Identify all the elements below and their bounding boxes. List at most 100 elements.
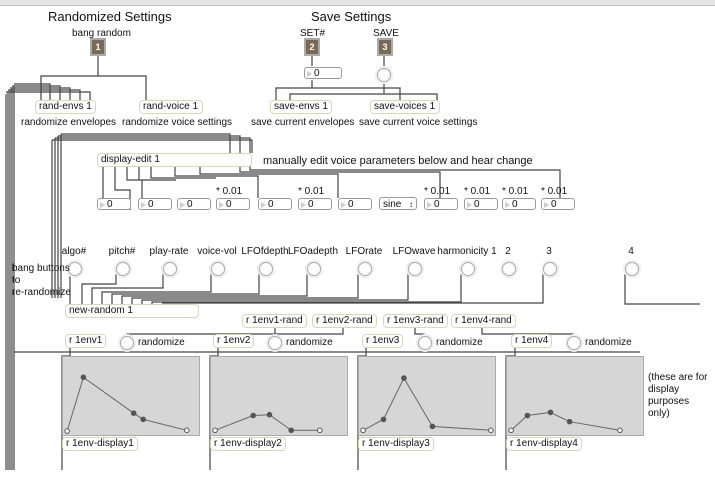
param-label: LFOwave bbox=[392, 246, 436, 257]
env-rand-receive[interactable]: r 1env2-rand bbox=[312, 314, 377, 328]
param-number-box[interactable]: 0 bbox=[338, 198, 372, 210]
new-random-object[interactable]: new-random 1 bbox=[65, 304, 199, 318]
param-label: 2 bbox=[505, 246, 511, 257]
env-receive[interactable]: r 1env1 bbox=[65, 334, 107, 348]
param-number-box[interactable]: 0 bbox=[298, 198, 332, 210]
env-rand-receive[interactable]: r 1env4-rand bbox=[451, 314, 516, 328]
env-display-receive[interactable]: r 1env-display2 bbox=[210, 437, 286, 451]
param-number-box[interactable]: 0 bbox=[258, 198, 292, 210]
randomize-bang[interactable] bbox=[567, 336, 581, 350]
envelope-point[interactable] bbox=[266, 411, 273, 418]
scale-label: * 0.01 bbox=[502, 186, 529, 197]
save-voices-object[interactable]: save-voices 1 bbox=[370, 100, 440, 114]
envelope-point[interactable] bbox=[250, 412, 257, 419]
bang-note-line: to bbox=[12, 275, 21, 286]
param-label: 4 bbox=[628, 246, 634, 257]
envelope-point[interactable] bbox=[140, 416, 146, 423]
set-label: SET# bbox=[300, 28, 326, 39]
env-rand-receive[interactable]: r 1env1-rand bbox=[242, 314, 307, 328]
param-bang[interactable] bbox=[408, 262, 422, 276]
envelope-point[interactable] bbox=[566, 418, 573, 425]
envelope-point[interactable] bbox=[508, 427, 514, 434]
inlet-1-badge[interactable]: 1 bbox=[92, 40, 104, 54]
display-edit-object[interactable]: display-edit 1 bbox=[97, 153, 252, 167]
lfo-wave-menu[interactable]: sine↕ bbox=[379, 197, 417, 210]
save-label: SAVE bbox=[373, 28, 399, 39]
param-label: LFOadepth bbox=[287, 246, 339, 257]
param-label: play-rate bbox=[149, 246, 189, 257]
inlet-3-badge[interactable]: 3 bbox=[379, 40, 391, 54]
param-bang[interactable] bbox=[502, 262, 516, 276]
envelope-point[interactable] bbox=[380, 416, 387, 423]
envelope-point[interactable] bbox=[288, 427, 294, 434]
envelope-point[interactable] bbox=[524, 412, 531, 419]
param-bang[interactable] bbox=[163, 262, 177, 276]
envelope-display[interactable] bbox=[62, 356, 200, 436]
param-label: pitch# bbox=[108, 246, 136, 257]
param-bang[interactable] bbox=[259, 262, 273, 276]
envelope-point[interactable] bbox=[64, 428, 70, 434]
param-number-box[interactable]: 0 bbox=[464, 198, 498, 210]
param-bang[interactable] bbox=[625, 262, 639, 276]
envelope-point[interactable] bbox=[547, 409, 554, 416]
param-number-box[interactable]: 0 bbox=[138, 198, 172, 210]
rand-envs-desc: randomize envelopes bbox=[21, 117, 117, 128]
env-receive[interactable]: r 1env2 bbox=[213, 334, 255, 348]
randomize-bang[interactable] bbox=[418, 336, 432, 350]
param-bang[interactable] bbox=[543, 262, 557, 276]
envelope-line bbox=[66, 376, 187, 432]
env-display-receive[interactable]: r 1env-display3 bbox=[358, 437, 434, 451]
envelope-display[interactable] bbox=[210, 356, 348, 436]
save-envs-object[interactable]: save-envs 1 bbox=[270, 100, 332, 114]
randomize-bang[interactable] bbox=[120, 336, 134, 350]
envelope-point[interactable] bbox=[401, 375, 407, 381]
envelope-point[interactable] bbox=[184, 427, 190, 434]
env-receive[interactable]: r 1env4 bbox=[511, 334, 553, 348]
param-bang[interactable] bbox=[68, 262, 82, 276]
scale-label: * 0.01 bbox=[216, 186, 243, 197]
envelope-point[interactable] bbox=[360, 427, 366, 434]
param-number-box[interactable]: 0 bbox=[216, 198, 250, 210]
envelope-point[interactable] bbox=[317, 427, 323, 434]
save-voices-desc: save current voice settings bbox=[359, 117, 478, 128]
envelope-graph bbox=[360, 375, 494, 434]
envelope-point[interactable] bbox=[80, 374, 87, 381]
randomize-bang[interactable] bbox=[268, 336, 282, 350]
set-number-box[interactable]: 0 bbox=[304, 67, 342, 79]
stepper-icon: ↕ bbox=[409, 200, 413, 209]
param-number-box[interactable]: 0 bbox=[541, 198, 575, 210]
param-number-box[interactable]: 0 bbox=[424, 198, 458, 210]
envelope-point[interactable] bbox=[488, 427, 494, 434]
param-number-box[interactable]: 0 bbox=[502, 198, 536, 210]
envelope-point[interactable] bbox=[130, 410, 137, 417]
rand-envs-object[interactable]: rand-envs 1 bbox=[35, 100, 96, 114]
randomize-label: randomize bbox=[138, 337, 185, 348]
envelope-display[interactable] bbox=[506, 356, 644, 436]
param-bang[interactable] bbox=[358, 262, 372, 276]
randomized-settings-title: Randomized Settings bbox=[48, 9, 172, 24]
envelope-display[interactable] bbox=[358, 356, 496, 436]
param-number-box[interactable]: 0 bbox=[177, 198, 211, 210]
param-number-box[interactable]: 0 bbox=[97, 198, 131, 210]
param-bang[interactable] bbox=[461, 262, 475, 276]
bang-random-label: bang random bbox=[72, 28, 131, 39]
env-receive[interactable]: r 1env3 bbox=[362, 334, 404, 348]
env-display-receive[interactable]: r 1env-display4 bbox=[506, 437, 582, 451]
param-bang[interactable] bbox=[307, 262, 321, 276]
scale-label: * 0.01 bbox=[464, 186, 491, 197]
param-bang[interactable] bbox=[116, 262, 130, 276]
save-bang[interactable] bbox=[377, 68, 391, 82]
param-label: algo# bbox=[61, 246, 87, 257]
env-rand-receive[interactable]: r 1env3-rand bbox=[383, 314, 448, 328]
env-display-receive[interactable]: r 1env-display1 bbox=[62, 437, 138, 451]
rand-voice-object[interactable]: rand-voice 1 bbox=[139, 100, 203, 114]
param-label: voice-vol bbox=[197, 246, 237, 257]
param-bang[interactable] bbox=[211, 262, 225, 276]
inlet-2-badge[interactable]: 2 bbox=[306, 40, 318, 54]
envelope-point[interactable] bbox=[212, 427, 218, 434]
envelope-point[interactable] bbox=[429, 423, 436, 430]
rand-voice-desc: randomize voice settings bbox=[122, 117, 233, 128]
envelope-point[interactable] bbox=[617, 427, 623, 434]
display-note: (these are for display purposes only) bbox=[648, 372, 708, 419]
